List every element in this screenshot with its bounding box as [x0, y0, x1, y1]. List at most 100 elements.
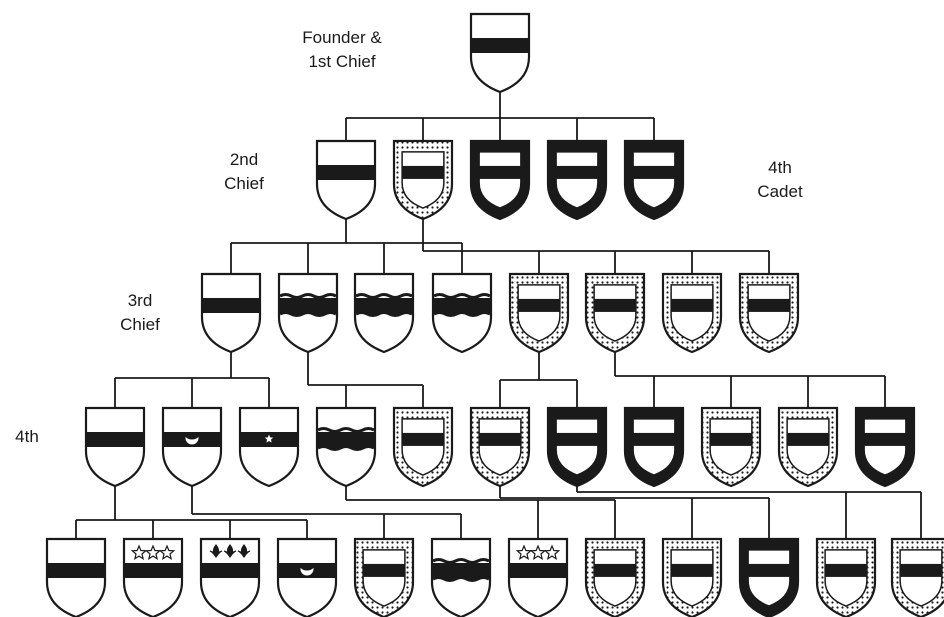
shield-wave-line [355, 311, 413, 317]
founder-shield-1 [469, 12, 531, 94]
shield-inner-field [517, 284, 561, 342]
fleur-de-lis-icon [209, 544, 223, 558]
shield-inner-field [670, 284, 714, 342]
gen3-shield-2 [277, 272, 339, 354]
gen5-shield-1 [45, 537, 107, 617]
gen5-shield-2 [122, 537, 184, 617]
shield-band [479, 165, 521, 179]
crescent-icon [300, 567, 314, 576]
shield-wave-line [279, 293, 337, 299]
shield-inner-field [362, 549, 406, 607]
shield-band [203, 298, 259, 313]
founder-label-line1: Founder & [302, 28, 382, 47]
shield-band [48, 563, 104, 578]
gen3-shield-7 [661, 272, 723, 354]
shield-band [864, 432, 906, 446]
shield-band [363, 563, 405, 577]
shield-inner-field [899, 549, 943, 607]
crescent-icon [185, 436, 199, 445]
shield-wavy-band [280, 298, 336, 314]
gen5-shield-4 [276, 537, 338, 617]
shield-inner-field [824, 549, 868, 607]
gen4-shield-8 [623, 406, 685, 488]
gen2-shield-3 [469, 139, 531, 221]
shield-inner-field [555, 151, 599, 209]
shield-inner-field [863, 418, 907, 476]
shield-band [594, 563, 636, 577]
gen5-shield-10 [738, 537, 800, 617]
third-chief-label-line2: Chief [120, 315, 160, 334]
shield-wavy-band [318, 432, 374, 448]
shield-band [825, 563, 867, 577]
gen4-shield-5 [392, 406, 454, 488]
founder-label-line2: 1st Chief [308, 52, 376, 71]
star-icon [543, 544, 561, 560]
shield-band [633, 432, 675, 446]
gen4-shield-7 [546, 406, 608, 488]
gen3-shield-5 [508, 272, 570, 354]
connector-lines [75, 92, 922, 539]
gen3-shield-8 [738, 272, 800, 354]
shield-band [556, 165, 598, 179]
shield-wave-line [279, 311, 337, 317]
shield-wave-line [433, 293, 491, 299]
shield-wave-line [432, 576, 490, 582]
shield-band [787, 432, 829, 446]
shield-inner-field [593, 549, 637, 607]
gen5-shield-8 [584, 537, 646, 617]
shield-inner-field [632, 418, 676, 476]
gen5-shield-12 [890, 537, 944, 617]
shield-wave-line [433, 311, 491, 317]
shield-band [900, 563, 942, 577]
shield-band [318, 165, 374, 180]
gen4-shield-4 [315, 406, 377, 488]
gen3-shield-6 [584, 272, 646, 354]
fourth-cadet-label-line2: Cadet [757, 182, 803, 201]
gen2-shield-5 [623, 139, 685, 221]
shield-band [748, 298, 790, 312]
gen4-shield-3 [238, 406, 300, 488]
gen5-shield-5 [353, 537, 415, 617]
shield-band [671, 298, 713, 312]
shield-inner-field [786, 418, 830, 476]
shield-wavy-band [433, 563, 489, 579]
shield-band [710, 432, 752, 446]
shield-wave-line [317, 427, 375, 433]
gen5-shield-3 [199, 537, 261, 617]
third-chief-label: 3rd Chief [100, 289, 180, 337]
star-icon [261, 431, 277, 446]
shield-inner-field [632, 151, 676, 209]
shield-inner-field [747, 284, 791, 342]
shield-band [402, 432, 444, 446]
shield-wave-line [355, 293, 413, 299]
shield-band [202, 563, 258, 578]
shield-wavy-band [356, 298, 412, 314]
star-icon [130, 544, 148, 560]
gen4-shield-1 [84, 406, 146, 488]
shield-band [518, 298, 560, 312]
fleur-de-lis-icon [223, 544, 237, 558]
gen5-shield-7 [507, 537, 569, 617]
fourth-cadet-label-line1: 4th [768, 158, 792, 177]
shield-band [671, 563, 713, 577]
gen4-shield-9 [700, 406, 762, 488]
shield-inner-field [670, 549, 714, 607]
fourth-generation-label: 4th [15, 427, 39, 446]
shield-band [87, 432, 143, 447]
star-icon [158, 544, 176, 560]
gen2-shield-1 [315, 139, 377, 221]
shield-band [556, 432, 598, 446]
second-chief-label-line1: 2nd [229, 150, 259, 169]
shield-inner-field [747, 549, 791, 607]
shield-wave-line [432, 558, 490, 564]
shield-inner-field [401, 151, 445, 209]
shield-inner-field [401, 418, 445, 476]
gen5-shield-6 [430, 537, 492, 617]
shield-inner-field [555, 418, 599, 476]
shield-band [479, 432, 521, 446]
gen5-shield-11 [815, 537, 877, 617]
gen4-shield-10 [777, 406, 839, 488]
shield-band [748, 563, 790, 577]
gen4-shield-11 [854, 406, 916, 488]
